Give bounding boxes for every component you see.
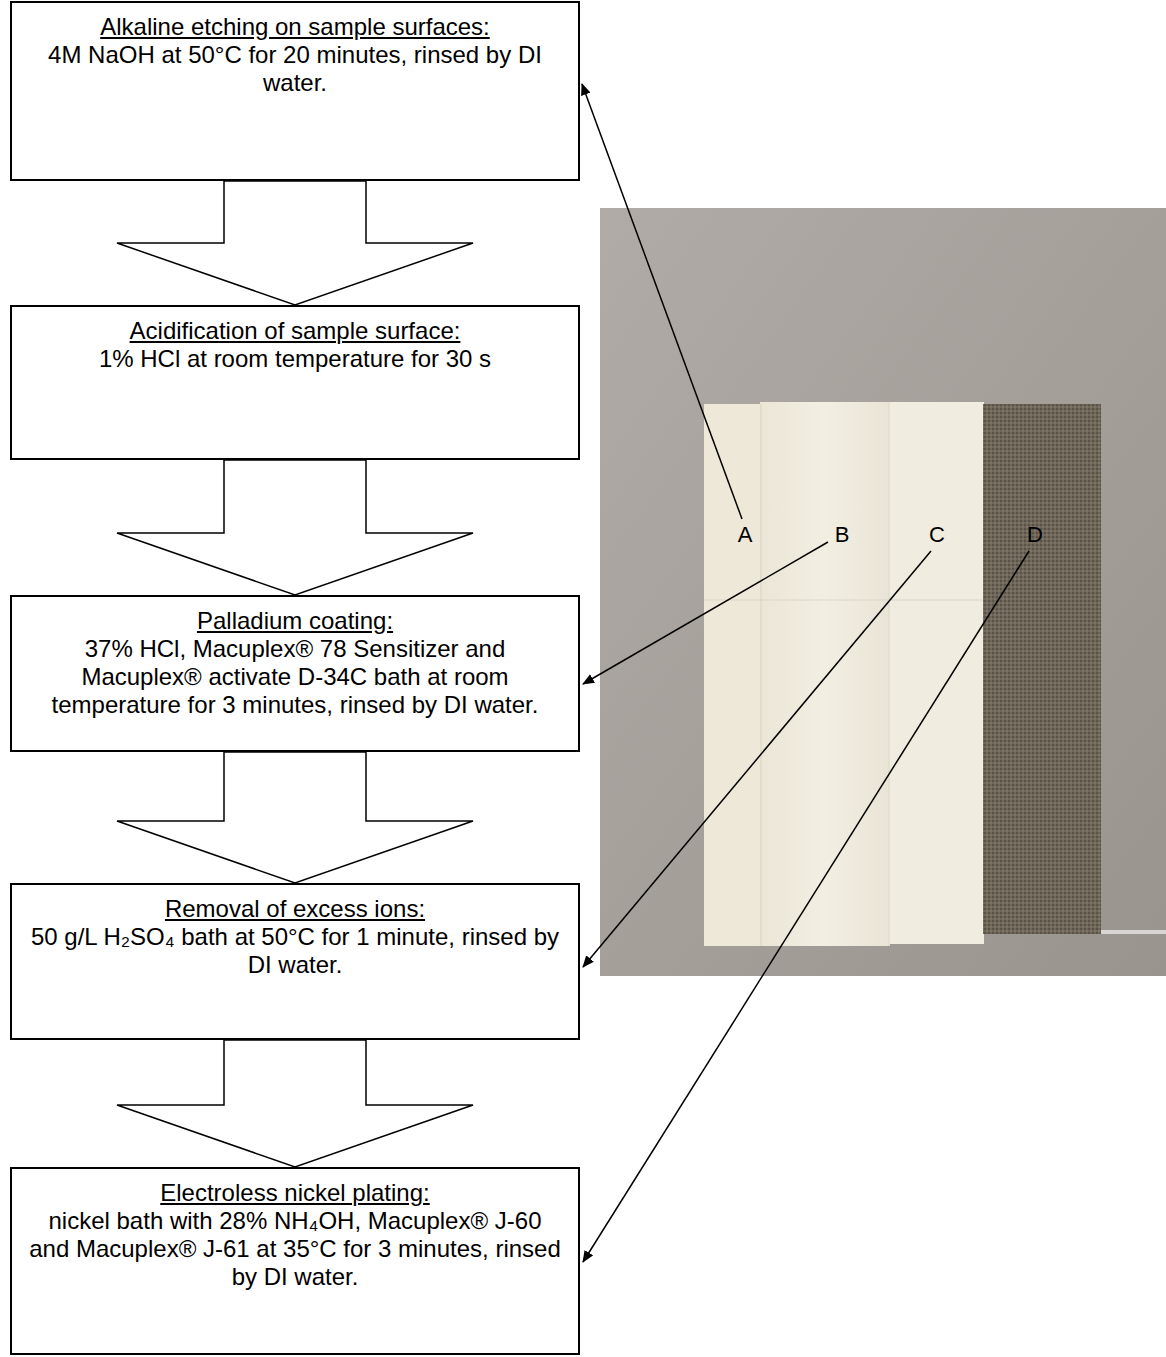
- fabric-a: [704, 404, 762, 946]
- step-body: nickel bath with 28% NH₄OH, Macuplex® J-…: [28, 1207, 562, 1291]
- fabric-d: [983, 404, 1101, 934]
- process-box: Acidification of sample surface:1% HCl a…: [10, 305, 580, 460]
- leader-line: [583, 542, 828, 684]
- process-box: Electroless nickel plating:nickel bath w…: [10, 1167, 580, 1355]
- step-heading: Removal of excess ions:: [28, 895, 562, 923]
- process-box: Alkaline etching on sample surfaces:4M N…: [10, 1, 580, 181]
- step-heading: Alkaline etching on sample surfaces:: [28, 13, 562, 41]
- step-heading: Acidification of sample surface:: [28, 317, 562, 345]
- step-body: 1% HCl at room temperature for 30 s: [28, 345, 562, 373]
- block-arrow: [117, 460, 473, 595]
- fold-line: [704, 600, 984, 601]
- step-heading: Palladium coating:: [28, 607, 562, 635]
- block-arrow: [117, 1040, 473, 1167]
- step-heading: Electroless nickel plating:: [28, 1179, 562, 1207]
- sample-letter: A: [738, 523, 753, 547]
- process-box: Removal of excess ions:50 g/L H₂SO₄ bath…: [10, 883, 580, 1040]
- leader-line: [583, 551, 1029, 1262]
- photo-ground: [600, 208, 1166, 976]
- sample-letter: D: [1027, 523, 1043, 547]
- block-arrow: [117, 752, 473, 883]
- process-box: Palladium coating:37% HCl, Macuplex® 78 …: [10, 595, 580, 752]
- block-arrow: [117, 181, 473, 305]
- fabric-b: [760, 402, 890, 946]
- sample-letter: B: [835, 523, 850, 547]
- sample-letter: C: [929, 523, 945, 547]
- fabric-c: [888, 402, 984, 944]
- strip-seam: [761, 404, 762, 946]
- step-body: 50 g/L H₂SO₄ bath at 50°C for 1 minute, …: [28, 923, 562, 979]
- strip-seam: [889, 402, 890, 946]
- step-body: 4M NaOH at 50°C for 20 minutes, rinsed b…: [28, 41, 562, 97]
- leader-line: [583, 551, 931, 967]
- step-body: 37% HCl, Macuplex® 78 Sensitizer and Mac…: [28, 635, 562, 719]
- leader-line: [582, 84, 742, 519]
